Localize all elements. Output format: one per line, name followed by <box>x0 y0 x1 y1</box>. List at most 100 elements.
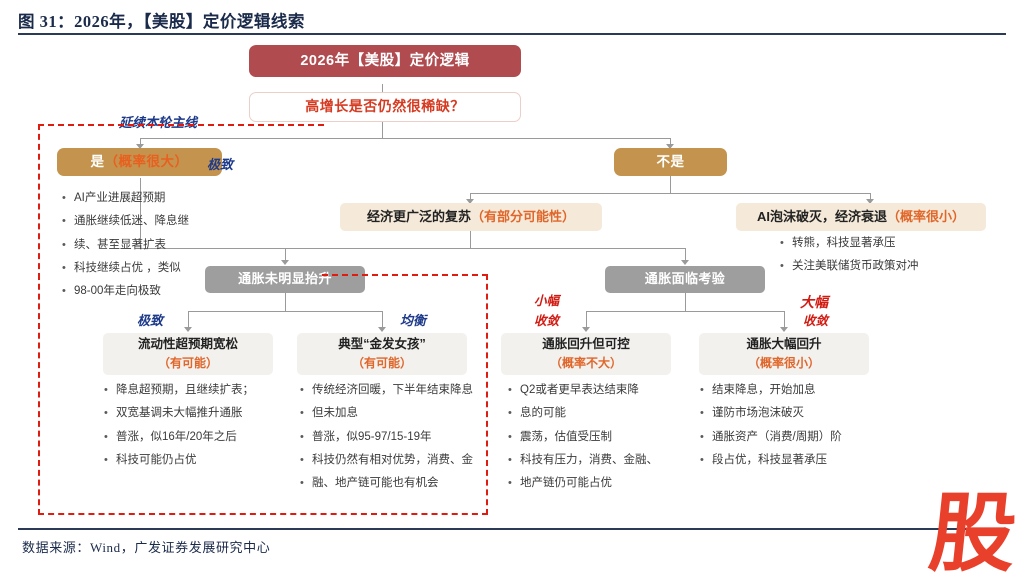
connector-question-down <box>382 120 384 138</box>
list-item-cont: 融、地产链可能也有机会 <box>300 473 500 494</box>
list-item: 科技继续占优 ，类似 <box>62 258 247 279</box>
list-item: 谨防市场泡沫破灭 <box>700 403 895 424</box>
title-divider <box>18 33 1006 35</box>
node-broad-recovery-probability: （有部分可能性） <box>471 208 576 224</box>
connector-to-leaf3 <box>586 311 588 329</box>
list-item-cont: 98-00年走向极致 <box>62 281 247 302</box>
node-leaf4[interactable]: 通胀大幅回升 （概率很小） <box>699 333 869 375</box>
connector-test-down <box>685 293 687 311</box>
node-bubble-burst[interactable]: AI泡沫破灭，经济衰退 （概率很小） <box>736 203 986 231</box>
arrow-to-burst <box>866 199 874 204</box>
arrow-to-leaf2 <box>378 327 386 332</box>
node-yes-label: 是 <box>90 153 105 169</box>
connector-mild-down <box>285 293 287 311</box>
connector-no-split <box>470 193 870 195</box>
node-leaf4-label: 通胀大幅回升 <box>746 337 822 352</box>
figure-title-bar: 图 31：2026年，【美股】定价逻辑线索 <box>18 8 1006 32</box>
page-title: 图 31：2026年，【美股】定价逻辑线索 <box>18 12 305 31</box>
connector-mild-split <box>188 311 382 313</box>
node-no[interactable]: 不是 <box>614 148 727 176</box>
node-leaf3[interactable]: 通胀回升但可控 （概率不大） <box>501 333 671 375</box>
arrow-to-no <box>666 144 674 149</box>
list-item: 通胀资产（消费/周期）阶 <box>700 427 895 448</box>
watermark-logo: 股 <box>924 483 1020 584</box>
bullet-list-leaf4: 结束降息，开始加息 谨防市场泡沫破灭 通胀资产（消费/周期）阶 段占优，科技显著… <box>700 380 895 473</box>
connector-test-split <box>586 311 784 313</box>
connector-to-test <box>685 248 687 262</box>
node-leaf2-label: 典型“金发女孩” <box>338 337 426 352</box>
arrow-to-leaf1 <box>184 327 192 332</box>
list-item: AI产业进展超预期 <box>62 188 247 209</box>
list-item: 普涨，似16年/20年之后 <box>104 427 294 448</box>
annotation-small-converge-line1: 小幅 <box>534 294 560 308</box>
list-item-cont: 息的可能 <box>508 403 698 424</box>
arrow-to-yes <box>136 144 144 149</box>
connector-to-burst <box>870 193 872 201</box>
list-item: 结束降息，开始加息 <box>700 380 895 401</box>
arrow-to-recovery <box>466 199 474 204</box>
connector-to-leaf1 <box>188 311 190 329</box>
node-root[interactable]: 2026年【美股】定价逻辑 <box>249 45 521 77</box>
node-leaf1[interactable]: 流动性超预期宽松 （有可能） <box>103 333 273 375</box>
list-item-cont: 续、甚至显著扩表 <box>62 235 247 256</box>
bullet-list-leaf1: 降息超预期，且继续扩表； 双宽基调未大幅推升通胀 普涨，似16年/20年之后 科… <box>104 380 294 473</box>
node-leaf1-label: 流动性超预期宽松 <box>137 337 238 352</box>
list-item: 科技有压力，消费、金融、 <box>508 450 698 471</box>
annotation-balanced-leaf2: 均衡 <box>400 313 427 328</box>
connector-recovery-split <box>285 248 685 250</box>
node-broad-recovery[interactable]: 经济更广泛的复苏 （有部分可能性） <box>340 203 602 231</box>
connector-to-yes <box>140 138 142 146</box>
node-leaf4-probability: （概率很小） <box>747 355 820 370</box>
connector-to-leaf4 <box>784 311 786 329</box>
list-item: 科技可能仍占优 <box>104 450 294 471</box>
node-bubble-burst-probability: （概率很小） <box>887 208 966 224</box>
arrow-to-test <box>681 260 689 265</box>
connector-no-down <box>670 175 672 193</box>
annotation-extreme-leaf1: 极致 <box>137 313 164 328</box>
list-item: 普涨，似95-97/15-19年 <box>300 427 500 448</box>
bullet-list-yes-branch: AI产业进展超预期 通胀继续低迷、降息继 续、甚至显著扩表 科技继续占优 ，类似… <box>62 188 247 304</box>
annotation-extreme-top: 极致 <box>207 157 234 172</box>
annotation-large-converge-line2: 收敛 <box>803 314 829 328</box>
node-bubble-burst-label: AI泡沫破灭，经济衰退 <box>756 208 887 224</box>
connector-question-split <box>140 138 670 140</box>
node-yes[interactable]: 是 （概率很大） <box>57 148 222 176</box>
list-item: 科技仍然有相对优势，消费、金 <box>300 450 500 471</box>
data-source: 数据来源：Wind，广发证券发展研究中心 <box>22 540 271 555</box>
connector-recovery-down <box>470 230 472 248</box>
node-leaf3-probability: （概率不大） <box>549 355 622 370</box>
connector-to-no <box>670 138 672 146</box>
list-item: 降息超预期，且继续扩表； <box>104 380 294 401</box>
annotation-main-line: 延续本轮主线 <box>119 115 198 130</box>
list-item-cont: 段占优，科技显著承压 <box>700 450 895 471</box>
node-broad-recovery-label: 经济更广泛的复苏 <box>366 208 471 224</box>
list-item: Q2或者更早表达结束降 <box>508 380 698 401</box>
list-item: 转熊，科技显著承压 <box>780 233 1000 254</box>
node-leaf2-probability: （有可能） <box>351 355 412 370</box>
list-item: 传统经济回暖，下半年结束降息 <box>300 380 500 401</box>
bullet-list-bubble-burst: 转熊，科技显著承压 关注美联储货币政策对冲 <box>780 233 1000 280</box>
connector-to-leaf2 <box>382 311 384 329</box>
arrow-to-mild <box>281 260 289 265</box>
connector-mild-stub <box>285 248 287 262</box>
node-question[interactable]: 高增长是否仍然很稀缺？ <box>249 92 521 122</box>
list-item: 震荡，估值受压制 <box>508 427 698 448</box>
bullet-list-leaf2: 传统经济回暖，下半年结束降息 但未加息 普涨，似95-97/15-19年 科技仍… <box>300 380 500 496</box>
node-yes-probability: （概率很大） <box>104 153 189 169</box>
connector-to-recovery <box>470 193 472 201</box>
list-item-cont: 地产链仍可能占优 <box>508 473 698 494</box>
list-item: 关注美联储货币政策对冲 <box>780 256 1000 277</box>
list-item-cont: 但未加息 <box>300 403 500 424</box>
list-item: 通胀继续低迷、降息继 <box>62 211 247 232</box>
node-leaf1-probability: （有可能） <box>157 355 218 370</box>
node-inflation-test[interactable]: 通胀面临考验 <box>605 266 765 293</box>
footer-divider <box>18 528 1006 530</box>
arrow-to-leaf4 <box>780 327 788 332</box>
annotation-large-converge-line1: 大幅 <box>800 294 828 310</box>
node-leaf2[interactable]: 典型“金发女孩” （有可能） <box>297 333 467 375</box>
node-leaf3-label: 通胀回升但可控 <box>542 337 630 352</box>
bullet-list-leaf3: Q2或者更早表达结束降 息的可能 震荡，估值受压制 科技有压力，消费、金融、 地… <box>508 380 698 496</box>
annotation-small-converge-line2: 收敛 <box>534 314 560 328</box>
arrow-to-leaf3 <box>582 327 590 332</box>
list-item-cont: 双宽基调未大幅推升通胀 <box>104 403 294 424</box>
